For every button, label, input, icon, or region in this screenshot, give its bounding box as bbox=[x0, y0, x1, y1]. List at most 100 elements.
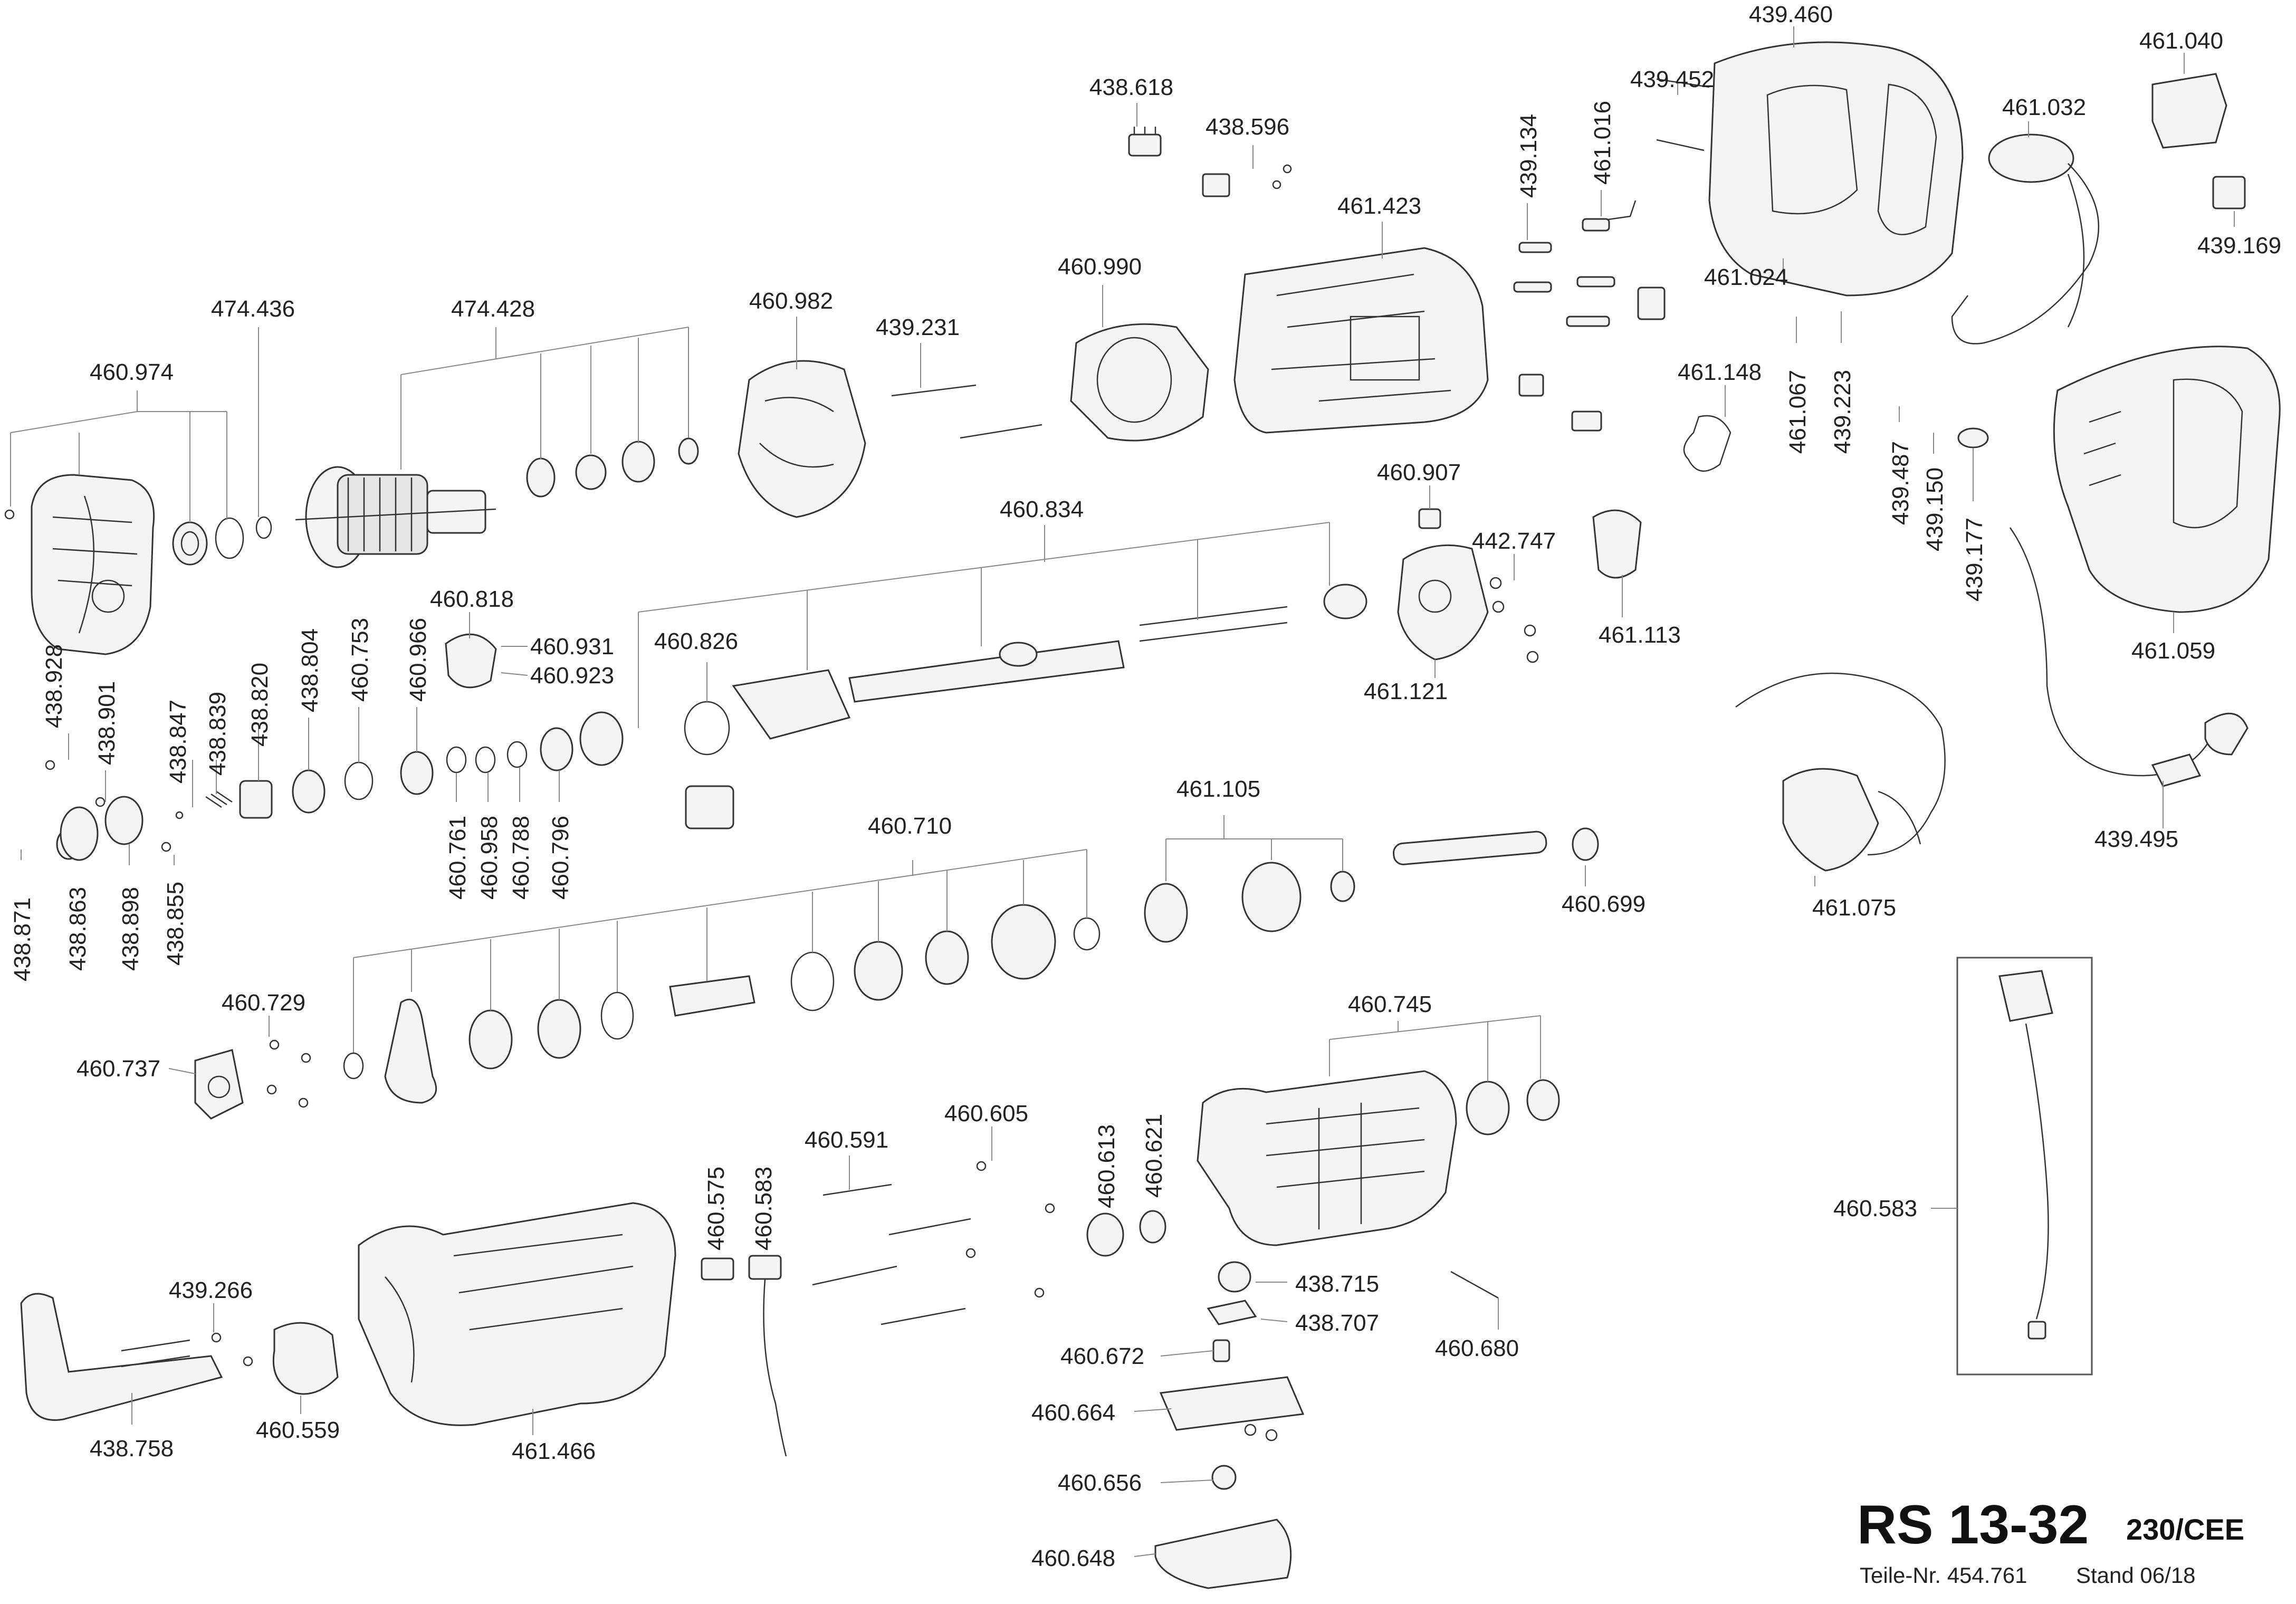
parts-number: Teile-Nr. 454.761 bbox=[1860, 1563, 2027, 1588]
label-460-796: 460.796 bbox=[548, 816, 573, 900]
part-461-075 bbox=[1735, 672, 1946, 872]
label-461-040: 461.040 bbox=[2139, 28, 2223, 54]
part-460-745 bbox=[1197, 1070, 1560, 1246]
label-438-707: 438.707 bbox=[1295, 1310, 1379, 1336]
part-439-231 bbox=[891, 384, 1042, 439]
part-460-591 bbox=[812, 1161, 1055, 1325]
label-460-664: 460.664 bbox=[1031, 1400, 1115, 1426]
part-460-559 bbox=[272, 1322, 339, 1395]
part-460-990 bbox=[1070, 323, 1209, 442]
part-460-907 bbox=[1418, 508, 1441, 529]
part-460-982 bbox=[738, 360, 866, 518]
label-438-847: 438.847 bbox=[165, 700, 191, 784]
label-460-699: 460.699 bbox=[1562, 891, 1646, 917]
part-460-737 bbox=[194, 1039, 311, 1120]
label-439-223: 439.223 bbox=[1830, 370, 1855, 454]
label-460-982: 460.982 bbox=[749, 288, 833, 314]
part-labels: 460.974 474.436 474.428 460.982 439.231 … bbox=[76, 2, 2281, 1571]
label-438-901: 438.901 bbox=[94, 681, 120, 765]
label-460-559: 460.559 bbox=[256, 1417, 340, 1443]
part-461-423 bbox=[1233, 247, 1489, 434]
label-460-648: 460.648 bbox=[1031, 1545, 1115, 1571]
part-474-428 bbox=[295, 437, 699, 568]
label-438-928: 438.928 bbox=[41, 644, 67, 728]
part-442-747 bbox=[1489, 577, 1539, 663]
label-460-710: 460.710 bbox=[868, 813, 952, 839]
label-460-966: 460.966 bbox=[405, 618, 431, 702]
part-461-032 bbox=[1951, 133, 2100, 345]
label-461-113: 461.113 bbox=[1599, 622, 1681, 648]
part-460-974 bbox=[4, 474, 155, 655]
label-460-745: 460.745 bbox=[1348, 991, 1432, 1017]
part-461-113 bbox=[1592, 509, 1642, 579]
label-439-266: 439.266 bbox=[169, 1277, 253, 1303]
label-439-452: 439.452 bbox=[1630, 66, 1714, 92]
part-461-105 bbox=[1144, 827, 1599, 943]
label-439-487: 439.487 bbox=[1888, 441, 1914, 525]
part-439-150 bbox=[1957, 427, 1989, 448]
label-461-016: 461.016 bbox=[1590, 101, 1615, 185]
label-438-863: 438.863 bbox=[65, 887, 91, 971]
model-variant: 230/CEE bbox=[2126, 1513, 2244, 1546]
part-461-059 bbox=[2053, 346, 2281, 613]
part-438-618 bbox=[1128, 127, 1162, 157]
label-438-871: 438.871 bbox=[9, 898, 35, 981]
label-461-121: 461.121 bbox=[1364, 679, 1448, 704]
part-460-575 bbox=[701, 1255, 787, 1457]
part-438-758 bbox=[20, 1293, 253, 1421]
part-460-583-box bbox=[1956, 957, 2093, 1376]
label-461-024: 461.024 bbox=[1704, 264, 1788, 290]
label-460-907: 460.907 bbox=[1377, 460, 1461, 485]
label-439-495: 439.495 bbox=[2094, 826, 2178, 852]
label-439-134: 439.134 bbox=[1516, 114, 1542, 198]
label-461-067: 461.067 bbox=[1785, 370, 1811, 454]
part-460-710 bbox=[343, 904, 1101, 1104]
label-461-075: 461.075 bbox=[1812, 895, 1896, 921]
part-461-121 bbox=[1397, 544, 1489, 661]
label-438-715: 438.715 bbox=[1295, 1271, 1379, 1297]
label-438-804: 438.804 bbox=[297, 628, 323, 712]
part-brush-holders bbox=[1513, 200, 1666, 432]
label-439-150: 439.150 bbox=[1922, 467, 1948, 551]
part-439-495 bbox=[2009, 527, 2249, 787]
label-460-834: 460.834 bbox=[1000, 497, 1084, 522]
label-460-656: 460.656 bbox=[1058, 1470, 1142, 1496]
part-461-148 bbox=[1683, 415, 1731, 472]
label-438-596: 438.596 bbox=[1206, 114, 1289, 140]
part-460-826 bbox=[684, 701, 730, 756]
label-460-974: 460.974 bbox=[90, 359, 174, 385]
part-439-169 bbox=[2212, 176, 2246, 209]
label-474-428: 474.428 bbox=[451, 296, 535, 322]
label-460-990: 460.990 bbox=[1058, 254, 1142, 280]
label-442-747: 442.747 bbox=[1472, 528, 1556, 554]
label-439-231: 439.231 bbox=[876, 314, 960, 340]
label-460-591: 460.591 bbox=[805, 1127, 888, 1153]
label-460-826: 460.826 bbox=[654, 628, 738, 654]
part-438-715 bbox=[1207, 1261, 1499, 1325]
label-439-169: 439.169 bbox=[2197, 233, 2281, 259]
leader-lines bbox=[10, 26, 2235, 1557]
part-labels-vertical: 439.134 461.016 461.067 439.223 439.487 … bbox=[9, 101, 1987, 1250]
label-438-758: 438.758 bbox=[90, 1436, 174, 1462]
label-460-672: 460.672 bbox=[1060, 1343, 1144, 1369]
label-460-729: 460.729 bbox=[222, 990, 305, 1016]
part-lower-center bbox=[1154, 1339, 1305, 1589]
part-438-596 bbox=[1202, 164, 1292, 197]
part-461-466 bbox=[358, 1202, 676, 1426]
label-460-753: 460.753 bbox=[347, 618, 373, 702]
label-460-680: 460.680 bbox=[1435, 1335, 1519, 1361]
label-460-788: 460.788 bbox=[508, 816, 534, 900]
label-438-839: 438.839 bbox=[205, 692, 231, 776]
label-439-177: 439.177 bbox=[1962, 518, 1987, 602]
label-460-605: 460.605 bbox=[944, 1101, 1028, 1126]
title-block: RS 13-32 230/CEE Teile-Nr. 454.761 Stand… bbox=[1857, 1494, 2244, 1588]
label-460-583-right: 460.583 bbox=[1833, 1196, 1917, 1221]
label-460-818: 460.818 bbox=[430, 586, 514, 612]
part-461-024 bbox=[1656, 41, 1964, 297]
revision-date: Stand 06/18 bbox=[2076, 1563, 2196, 1588]
label-438-855: 438.855 bbox=[162, 882, 188, 966]
part-460-613 bbox=[1086, 1210, 1166, 1257]
label-460-613: 460.613 bbox=[1094, 1124, 1120, 1208]
label-460-923: 460.923 bbox=[530, 663, 614, 689]
label-460-575: 460.575 bbox=[703, 1167, 729, 1250]
